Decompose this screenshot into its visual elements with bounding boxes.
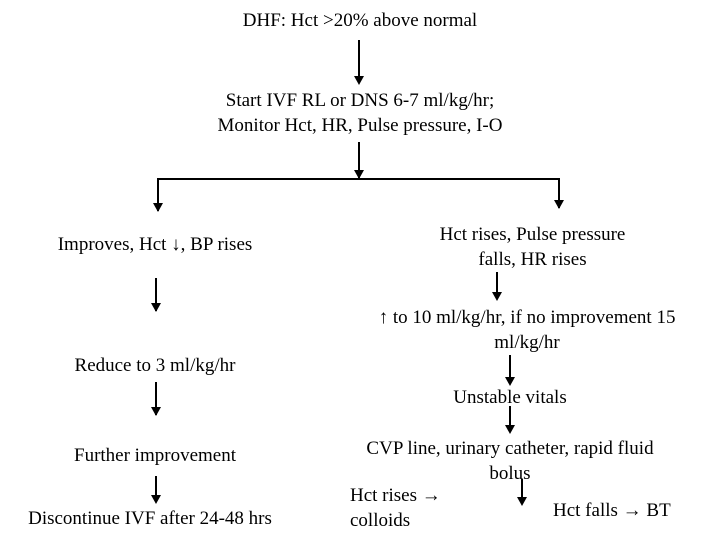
connector-split-bar (158, 178, 560, 180)
node-further-improvement: Further improvement (74, 445, 236, 466)
connector-unstable-to-cvp-line (509, 406, 511, 432)
connector-split-left-line (157, 178, 159, 211)
node-cvp-line: CVP line, urinary catheter, rapid fluid … (366, 438, 654, 484)
connector-increase-to-unstable-line (509, 355, 511, 383)
node-reduce-rate: Reduce to 3 ml/kg/hr (74, 355, 236, 376)
node-hct-falls-bt: Hct falls → BT (553, 500, 671, 521)
connector-deteriorates-to-increase-arrow (492, 292, 502, 301)
node-unstable-vitals: Unstable vitals (453, 387, 567, 408)
connector-start-ivf-to-split-line (358, 142, 360, 179)
connector-start-ivf-to-split-arrow (354, 170, 364, 179)
connector-reduce-to-further-arrow (151, 407, 161, 416)
connector-cvp-to-outcome-arrow (517, 497, 527, 506)
connector-further-to-discontinue-line (155, 476, 157, 502)
connector-improves-to-reduce-line (155, 278, 157, 311)
connector-further-to-discontinue-arrow (151, 495, 161, 504)
connector-split-right-line (558, 178, 560, 208)
connector-split-right-arrow (554, 200, 564, 209)
node-dhf-criteria: DHF: Hct >20% above normal (242, 10, 478, 31)
connector-deteriorates-to-increase-line (496, 272, 498, 298)
node-start-ivf: Start IVF RL or DNS 6-7 ml/kg/hr; Monito… (217, 90, 503, 136)
connector-dhf-to-start-ivf-line (358, 40, 360, 80)
node-deteriorates: Hct rises, Pulse pressure falls, HR rise… (439, 224, 626, 270)
node-discontinue-ivf: Discontinue IVF after 24-48 hrs (28, 508, 272, 529)
connector-improves-to-reduce-arrow (151, 303, 161, 312)
connector-increase-to-unstable-arrow (505, 377, 515, 386)
node-hct-rises-colloids: Hct rises → colloids (350, 485, 441, 531)
connector-reduce-to-further-line (155, 382, 157, 415)
node-increase-rate: ↑ to 10 ml/kg/hr, if no improvement 15 m… (378, 307, 676, 353)
node-improves: Improves, Hct ↓, BP rises (57, 234, 253, 255)
connector-cvp-to-outcome-line (521, 479, 523, 504)
connector-dhf-to-start-ivf-arrow (354, 76, 364, 85)
connector-split-left-arrow (153, 203, 163, 212)
connector-unstable-to-cvp-arrow (505, 425, 515, 434)
